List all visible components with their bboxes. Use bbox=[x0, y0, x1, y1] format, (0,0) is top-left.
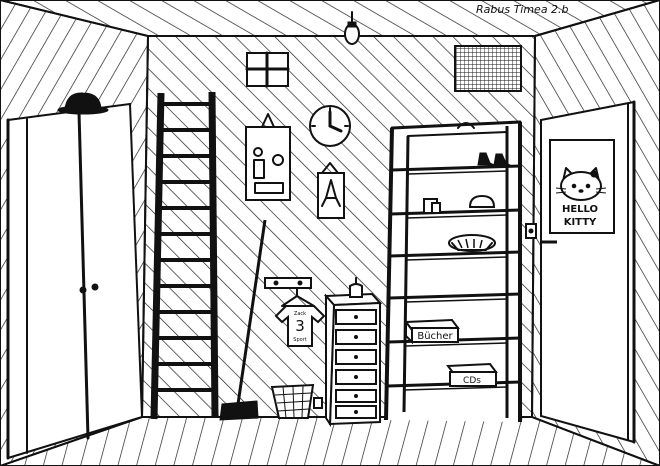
poster-text-hello: HELLO bbox=[562, 204, 598, 215]
shirt-text-top: Zack bbox=[294, 311, 306, 317]
t-shirt-icon: 3 Zack Sport bbox=[274, 305, 326, 347]
poster-text-kitty: KITTY bbox=[564, 217, 597, 228]
vase-icon bbox=[349, 277, 363, 298]
dresser-icon bbox=[323, 292, 383, 428]
cd-box-icon: CDs bbox=[446, 362, 498, 387]
basket-shelf-icon bbox=[448, 234, 496, 252]
bowl-icon bbox=[468, 194, 496, 208]
window-icon bbox=[245, 51, 290, 88]
vent-grille-icon bbox=[454, 45, 522, 92]
ladder-icon bbox=[150, 91, 219, 420]
signature: Rabus Timea 2.b bbox=[476, 3, 569, 16]
shoes-icon bbox=[477, 152, 511, 166]
framed-picture-icon bbox=[245, 113, 291, 201]
rocket-picture-icon bbox=[317, 162, 345, 219]
coat-hook-icon bbox=[264, 277, 312, 289]
cd-box-label: CDs bbox=[463, 376, 481, 386]
hello-kitty-poster-icon: HELLO KITTY bbox=[549, 139, 615, 234]
shirt-number: 3 bbox=[295, 317, 305, 335]
basket-icon bbox=[270, 383, 315, 419]
light-bulb-icon bbox=[344, 11, 360, 45]
socket-icon bbox=[313, 397, 323, 409]
hat-icon bbox=[57, 92, 109, 115]
wardrobe-icon bbox=[6, 102, 144, 460]
broom-icon bbox=[219, 219, 267, 421]
books-box-icon: Bücher bbox=[404, 318, 460, 345]
hanger-icon bbox=[281, 288, 315, 307]
clock-icon bbox=[309, 105, 351, 147]
books-box-label: Bücher bbox=[417, 331, 453, 342]
shirt-text-bottom: Sport bbox=[293, 337, 306, 343]
photo-frame-icon bbox=[423, 198, 441, 214]
